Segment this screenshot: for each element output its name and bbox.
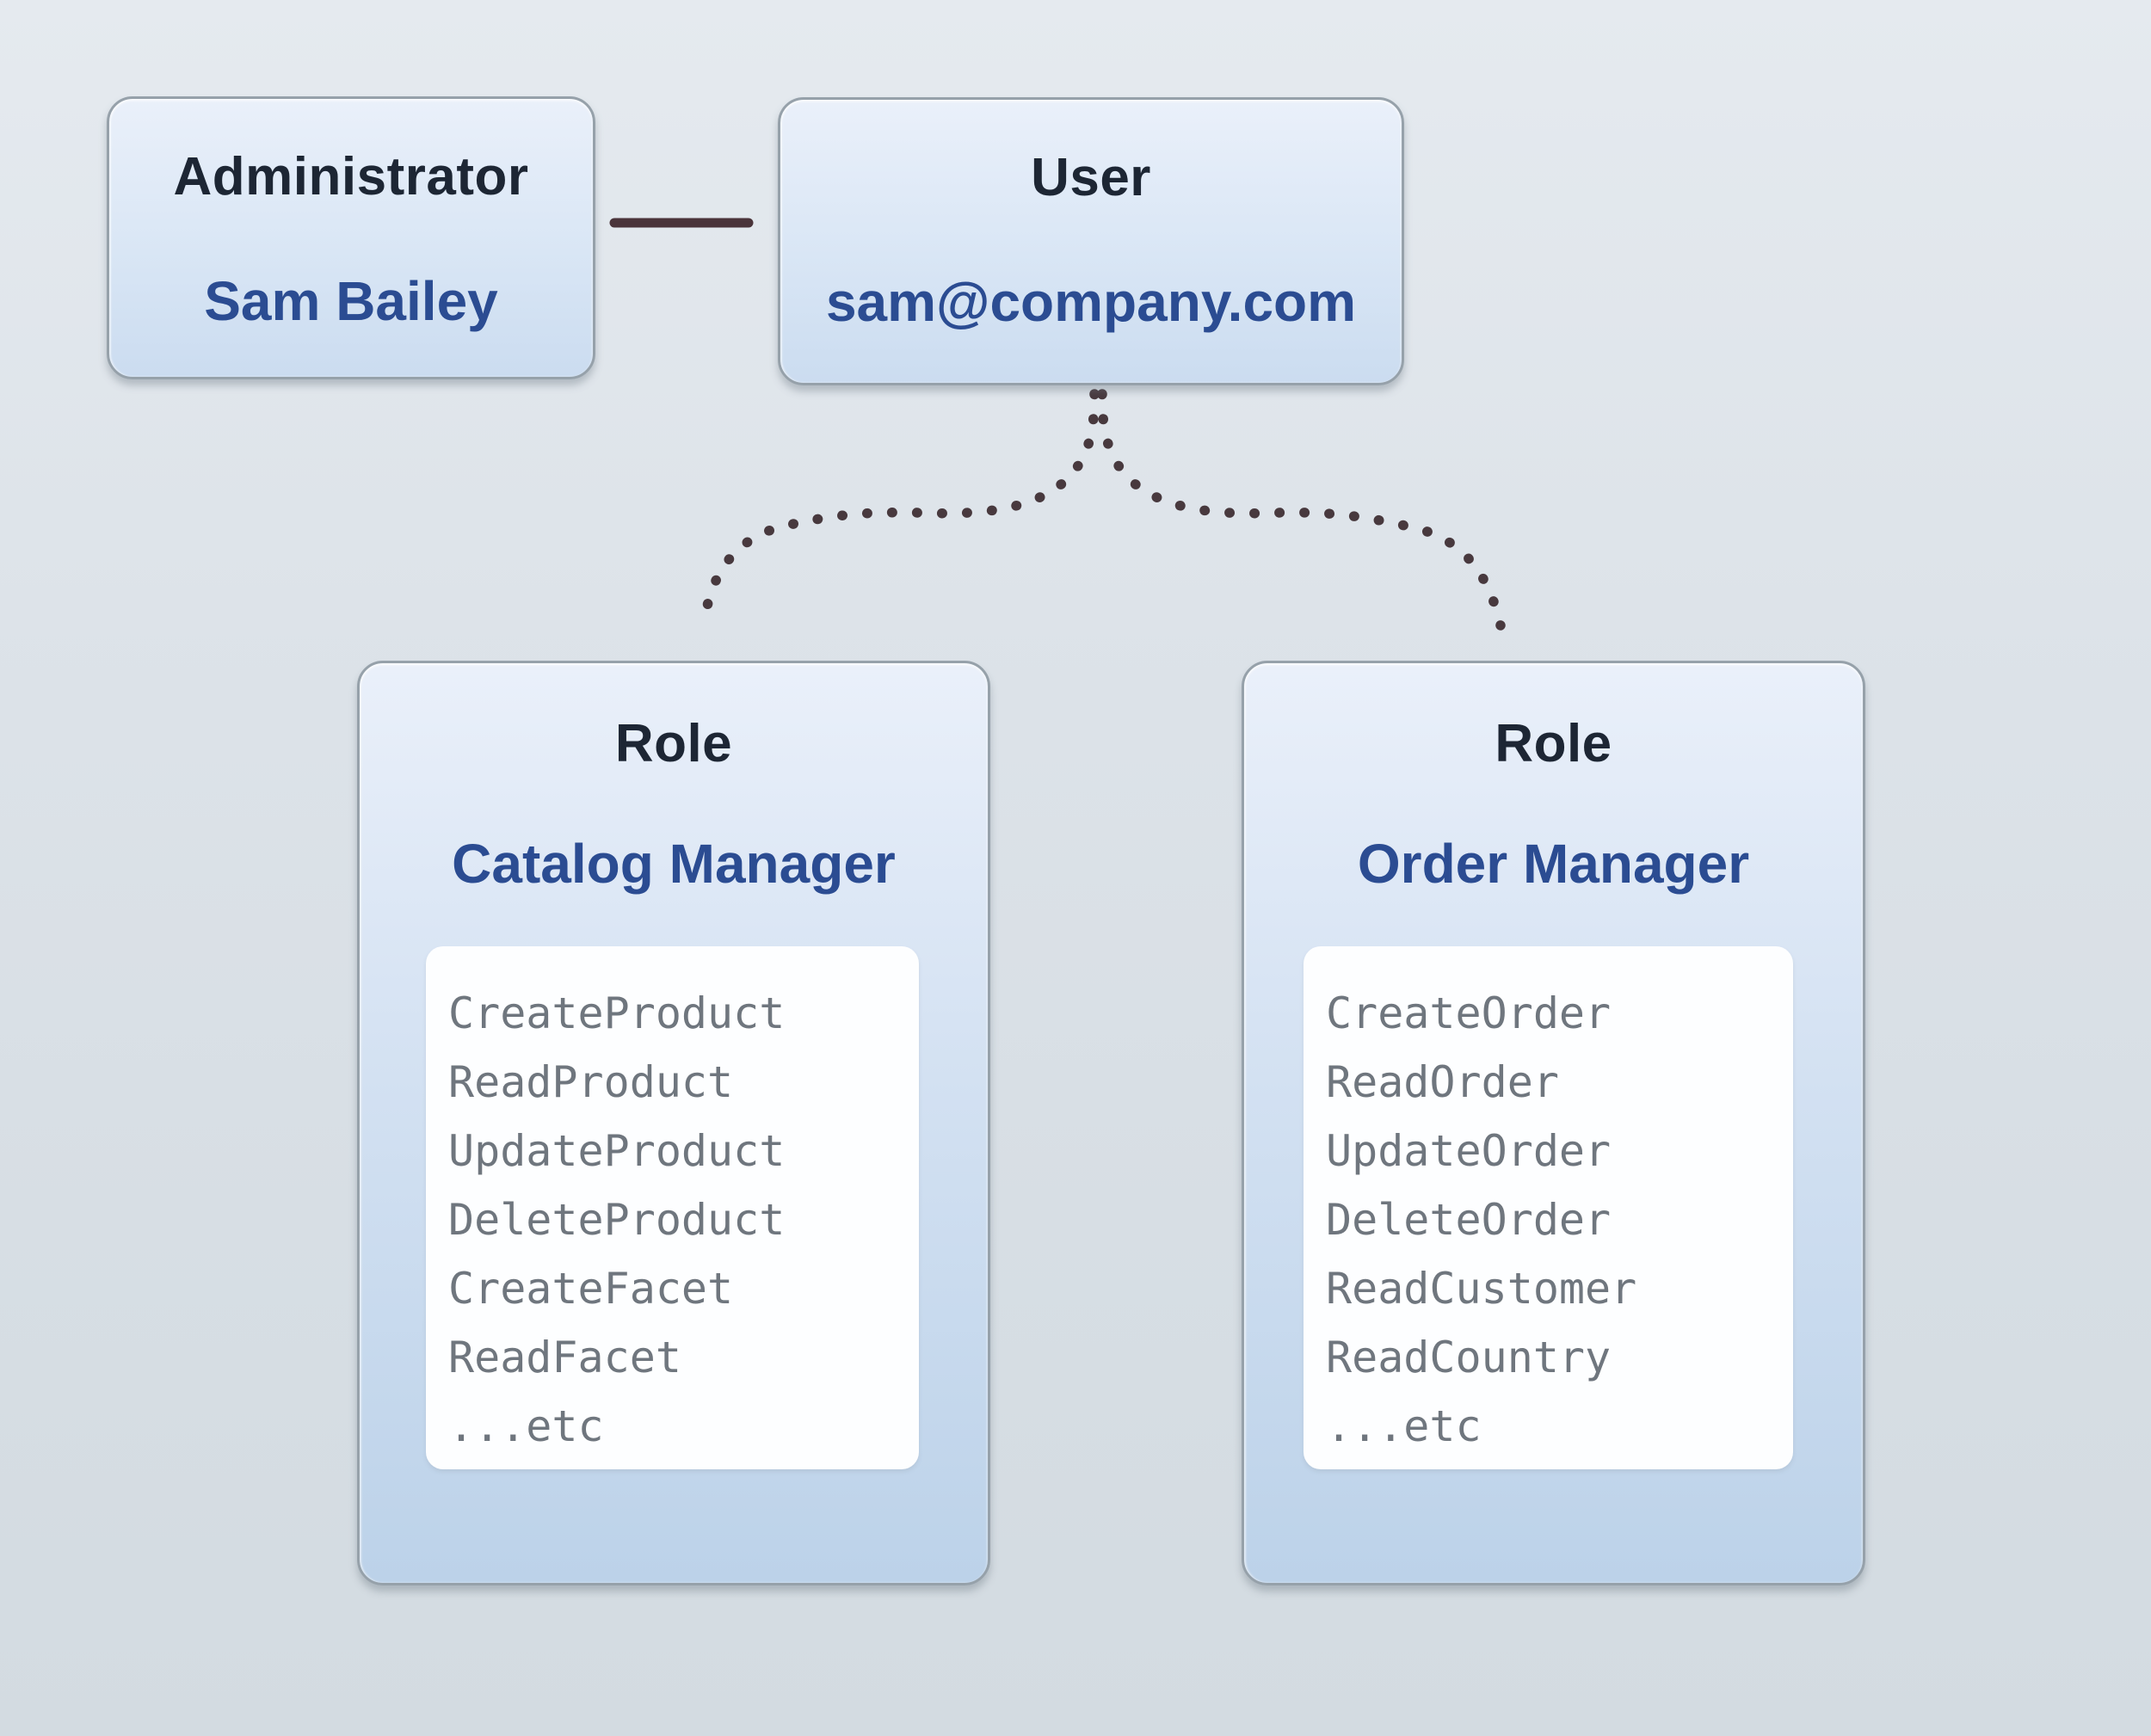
- permission-item: CreateFacet: [448, 1264, 734, 1314]
- permission-item: DeleteProduct: [448, 1195, 786, 1245]
- permission-item: DeleteOrder: [1326, 1195, 1612, 1245]
- administrator-box-title: Administrator: [173, 147, 529, 206]
- permission-item: ReadCountry: [1326, 1333, 1612, 1382]
- user-box: User sam@company.com: [778, 97, 1404, 385]
- permission-item: CreateProduct: [448, 988, 786, 1038]
- role-box-title: Role: [614, 714, 733, 773]
- permission-item: UpdateOrder: [1326, 1126, 1612, 1176]
- role-name-order-manager: Order Manager: [1357, 833, 1750, 895]
- role-box-title: Role: [1495, 714, 1612, 773]
- user-box-title: User: [1031, 148, 1151, 207]
- permission-item: ReadProduct: [448, 1057, 734, 1107]
- user-role-link-left: [699, 389, 1100, 631]
- permission-item: ReadOrder: [1326, 1057, 1559, 1107]
- administrator-name: Sam Bailey: [204, 270, 498, 332]
- administrator-box: Administrator Sam Bailey: [107, 96, 595, 379]
- role-name-catalog-manager: Catalog Manager: [452, 833, 896, 895]
- permission-item: ...etc: [1326, 1401, 1482, 1451]
- user-role-link-right: [1097, 389, 1506, 631]
- permission-item: ...etc: [448, 1401, 604, 1451]
- permission-item: ReadFacet: [448, 1333, 681, 1382]
- permission-item: UpdateProduct: [448, 1126, 786, 1176]
- permission-item: ReadCustomer: [1326, 1264, 1637, 1314]
- permission-item: CreateOrder: [1326, 988, 1612, 1038]
- user-email: sam@company.com: [825, 271, 1357, 333]
